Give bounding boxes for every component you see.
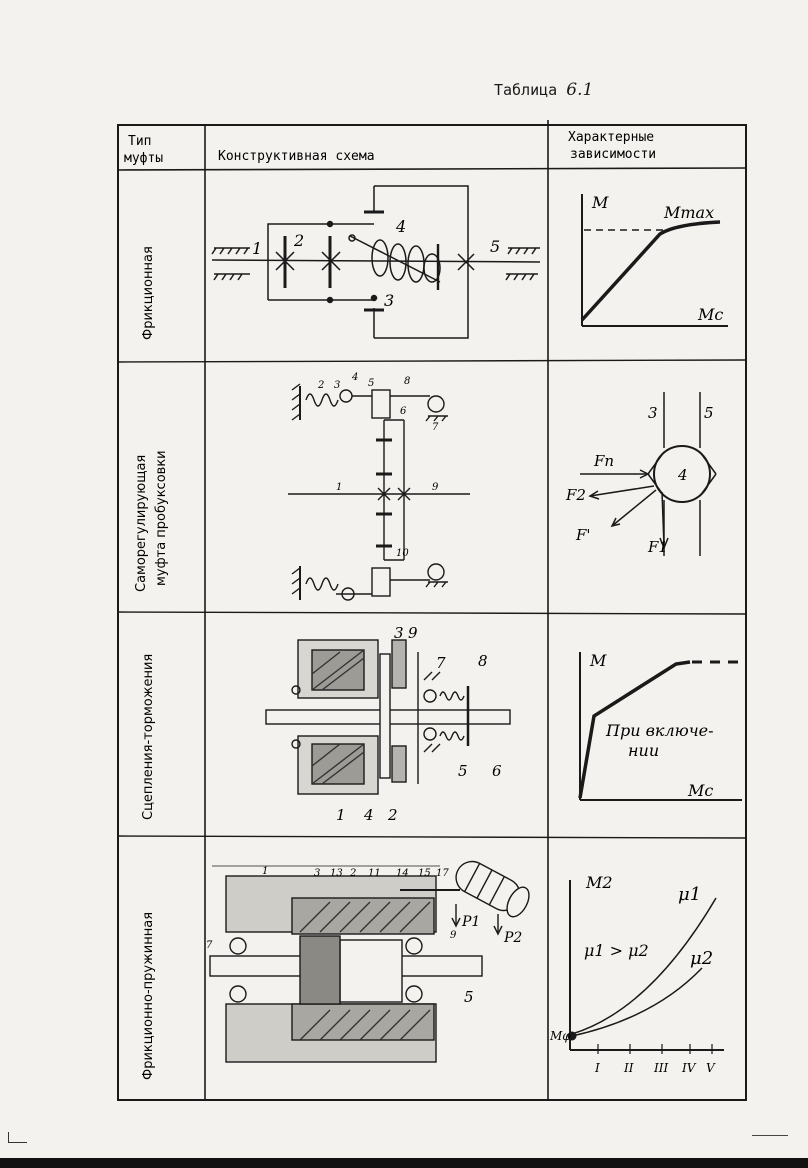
- row2-label-5: 5: [368, 378, 374, 389]
- row3-label-5: 5: [458, 762, 468, 780]
- row1-graph-curve-label: Mmax: [663, 203, 714, 222]
- row4-label-p2: P2: [503, 930, 522, 946]
- row3-graph-note-line2: нии: [628, 741, 659, 760]
- row2-label-2: 2: [317, 380, 324, 391]
- row4-graph-relation: μ1 > μ2: [584, 941, 649, 960]
- caption-number: 6.1: [566, 80, 594, 100]
- row4-label-3: 3: [314, 868, 320, 879]
- row1-scheme: [211, 185, 541, 339]
- row2-graph: [580, 392, 717, 556]
- row3-scheme: [265, 639, 511, 795]
- scan-edge: [0, 1158, 808, 1168]
- row3-label-2: 2: [387, 806, 398, 824]
- row3-scheme-labels: 3 9 7 8 1 4 2 5 6: [336, 624, 502, 824]
- row3-label-1: 1: [336, 806, 346, 824]
- corner-mark: [8, 1132, 27, 1143]
- table-grid: [117, 120, 747, 1101]
- row4-scheme: [209, 860, 530, 1063]
- row4-label-15: 15: [418, 868, 431, 879]
- row3-label-3: 3: [394, 624, 404, 642]
- row4-label-5: 5: [464, 988, 474, 1006]
- row1-label-2: 2: [293, 231, 304, 250]
- row1-type-label: Фрикционная: [141, 246, 156, 340]
- row4-graph-tick-2: II: [623, 1061, 634, 1075]
- header-deps-line2: зависимости: [570, 147, 656, 162]
- row3-type-label: Сцепления-торможения: [141, 654, 156, 820]
- row2-label-8: 8: [404, 376, 410, 387]
- row2-label-3: 3: [334, 380, 340, 391]
- row1-label-1: 1: [252, 239, 262, 258]
- header-scheme: Конструктивная схема: [218, 149, 375, 164]
- row3-graph-y-label: M: [589, 651, 607, 670]
- row4-label-13: 13: [330, 868, 343, 879]
- row3-label-9: 9: [408, 624, 418, 642]
- row2-label-9: 9: [432, 482, 439, 493]
- row2-graph-label-4: 4: [677, 466, 688, 484]
- row3-graph-note-line1: При включе-: [605, 721, 714, 740]
- row4-label-11: 11: [368, 868, 381, 879]
- row2-graph-label-fp: Fп: [593, 452, 614, 470]
- row1-graph-x-label: Mc: [697, 305, 723, 324]
- row2-label-7: 7: [432, 422, 439, 433]
- row2-scheme-labels: 1 2 3 4 5 6 7 8 9 10: [317, 372, 439, 559]
- row3-label-8: 8: [478, 652, 488, 670]
- row4-scheme-labels: 1 3 13 2 11 14 15 17 7 9 5 P1 P2: [206, 866, 522, 1006]
- caption-text: Таблица: [494, 81, 558, 99]
- header-deps-line1: Характерные: [568, 130, 654, 145]
- row1-scheme-labels: 1 2 3 4 5: [252, 217, 500, 310]
- row2-type-label-line1: Саморегулирующая: [134, 455, 149, 592]
- row4-graph-curve1: μ1: [678, 884, 701, 905]
- row2-label-4: 4: [351, 372, 358, 383]
- row2-graph-label-f2: F2: [565, 486, 586, 504]
- row3-graph-labels: M При включе- нии Mc: [589, 651, 714, 800]
- row4-label-7: 7: [206, 940, 213, 951]
- row2-graph-labels: 3 5 Fп 4 F2 F' F1: [565, 404, 714, 556]
- row4-label-9: 9: [450, 930, 457, 941]
- table-caption: Таблица 6.1: [494, 80, 593, 100]
- dash-mark: [752, 1135, 788, 1136]
- row2-type-label-line2: муфта пробуксовки: [154, 450, 169, 586]
- row3-graph: [578, 652, 742, 801]
- row1-graph-y-label: M: [591, 193, 609, 212]
- row4-label-2: 2: [349, 868, 356, 879]
- row1-label-3: 3: [384, 291, 394, 310]
- row2-label-1: 1: [336, 482, 342, 493]
- row4-graph-curve2: μ2: [690, 948, 713, 969]
- row4-graph-origin: Mφ: [549, 1029, 571, 1043]
- row4-graph: [567, 880, 724, 1054]
- row3-label-7: 7: [436, 654, 446, 672]
- row4-graph-tick-5: V: [706, 1061, 716, 1075]
- row1-graph: [580, 194, 728, 327]
- row4-label-p1: P1: [461, 914, 480, 930]
- header-type-line2: муфты: [124, 151, 163, 166]
- row1-graph-labels: M Mmax Mc: [591, 193, 723, 324]
- row4-graph-tick-1: I: [594, 1061, 600, 1075]
- row3-label-4: 4: [363, 806, 374, 824]
- row4-type-label: Фрикционно-пружинная: [141, 912, 156, 1080]
- row4-label-14: 14: [396, 868, 409, 879]
- row2-scheme: [288, 383, 470, 601]
- row2-graph-label-f1: F1: [647, 538, 668, 556]
- row2-label-10: 10: [396, 548, 409, 559]
- row2-graph-label-5: 5: [704, 404, 714, 422]
- row4-graph-tick-4: IV: [681, 1061, 697, 1075]
- row4-graph-labels: M2 μ1 μ2 μ1 > μ2 Mφ I II III IV V: [549, 873, 716, 1075]
- row4-label-1: 1: [262, 866, 268, 877]
- row2-label-6: 6: [400, 406, 407, 417]
- header-type-line1: Тип: [128, 134, 151, 149]
- row3-label-6: 6: [492, 762, 502, 780]
- row4-graph-tick-3: III: [653, 1061, 668, 1075]
- row2-graph-label-3: 3: [648, 404, 658, 422]
- row1-label-5: 5: [490, 237, 500, 256]
- row2-graph-label-fprime: F': [575, 526, 591, 544]
- row3-graph-x-label: Mc: [687, 781, 713, 800]
- row1-label-4: 4: [395, 217, 406, 236]
- row4-graph-y-label: M2: [585, 873, 613, 892]
- row4-label-17: 17: [436, 868, 449, 879]
